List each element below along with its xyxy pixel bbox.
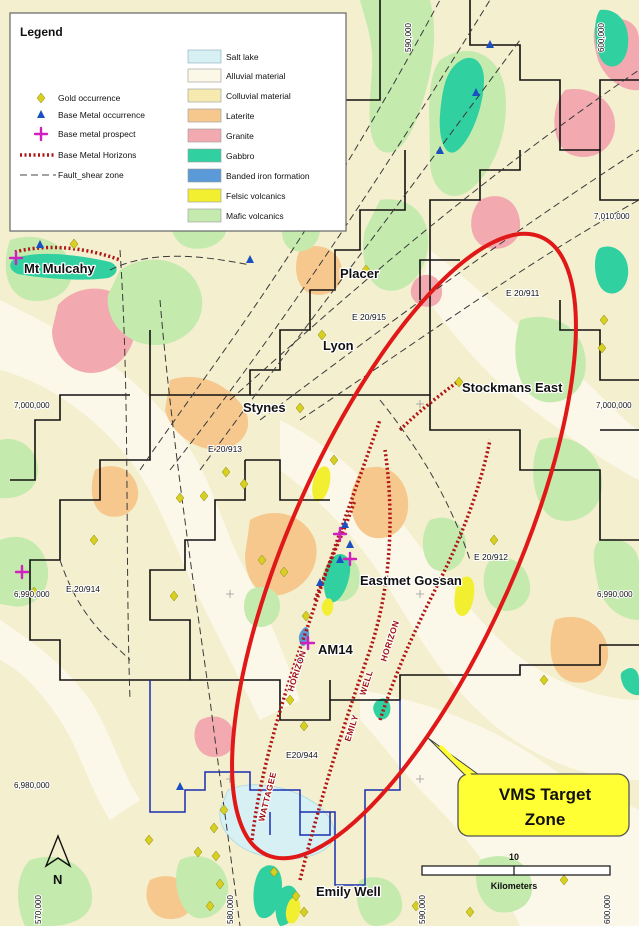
legend-symbol-fault-shear-zone: Fault_shear zone bbox=[20, 170, 124, 180]
grid-label-590000-top: 590,000 bbox=[404, 23, 413, 52]
legend-swatch bbox=[187, 208, 222, 223]
place-label-lyon: Lyon bbox=[323, 338, 354, 353]
vms-target-callout: VMS Target Zone bbox=[427, 737, 630, 837]
place-label-stynes: Stynes bbox=[243, 400, 286, 415]
map-legend: Legend Gold occurrence Base Metal occurr… bbox=[9, 12, 347, 232]
north-arrow: N bbox=[44, 834, 72, 887]
legend-unit-label: Laterite bbox=[226, 111, 255, 121]
legend-unit-label: Gabbro bbox=[226, 151, 255, 161]
grid-label-6980000: 6,980,000 bbox=[14, 781, 50, 790]
base-metal-horizons bbox=[14, 245, 492, 881]
legend-unit-label: Banded iron formation bbox=[226, 171, 310, 181]
legend-swatch bbox=[187, 128, 222, 143]
legend-unit-label: Colluvial material bbox=[226, 91, 291, 101]
legend-title: Legend bbox=[20, 25, 63, 39]
legend-symbol-label: Gold occurrence bbox=[58, 93, 121, 103]
legend-symbol-base-metal-occurrence: Base Metal occurrence bbox=[37, 110, 145, 120]
gold-occurrences bbox=[29, 238, 609, 918]
grid-label-600000-bottom: 600,000 bbox=[603, 895, 612, 924]
grid-label-580000-bottom: 580,000 bbox=[226, 895, 235, 924]
legend-symbol-base-metal-horizons: Base Metal Horizons bbox=[20, 150, 136, 160]
legend-swatch bbox=[187, 188, 222, 203]
grid-label-7000000-right: 7,000,000 bbox=[596, 401, 632, 410]
legend-unit-label: Felsic volcanics bbox=[226, 191, 286, 201]
legend-symbol-label: Base Metal Horizons bbox=[58, 150, 136, 160]
place-label-mt-mulcahy: Mt Mulcahy bbox=[24, 261, 96, 276]
base-metal-prospects bbox=[8, 250, 358, 651]
legend-swatch bbox=[187, 168, 222, 183]
grid-label-6990000-left: 6,990,000 bbox=[14, 590, 50, 599]
tenement-label-e20-914: E 20/914 bbox=[66, 584, 100, 594]
legend-unit-label: Mafic volcanics bbox=[226, 211, 284, 221]
north-arrow-label: N bbox=[53, 872, 62, 887]
grid-label-590000-bottom: 590,000 bbox=[418, 895, 427, 924]
legend-unit-colluvial-material: Colluvial material bbox=[187, 88, 291, 103]
felsic-volcanics-areas bbox=[285, 466, 475, 924]
legend-unit-label: Granite bbox=[226, 131, 254, 141]
vms-target-callout-line2: Zone bbox=[525, 810, 566, 829]
place-label-emily-well: Emily Well bbox=[316, 884, 381, 899]
banded-iron-formation-areas bbox=[298, 627, 310, 646]
base-metal-occurrences bbox=[36, 40, 494, 790]
gabbro-areas bbox=[10, 9, 639, 926]
tenement-label-e20-944: E20/944 bbox=[286, 750, 318, 760]
fault-shear-zones bbox=[59, 0, 639, 926]
legend-unit-mafic-volcanics: Mafic volcanics bbox=[187, 208, 284, 223]
legend-swatch bbox=[187, 68, 222, 83]
legend-symbol-label: Base metal prospect bbox=[58, 129, 136, 139]
legend-swatch bbox=[187, 49, 222, 64]
plus-icon bbox=[33, 126, 49, 142]
legend-unit-label: Alluvial material bbox=[226, 71, 286, 81]
legend-box bbox=[9, 12, 347, 232]
laterite-areas bbox=[91, 246, 609, 920]
scale-bar: 10 Kilometers bbox=[421, 852, 611, 891]
legend-symbol-base-metal-prospect: Base metal prospect bbox=[33, 126, 136, 142]
place-label-stockmans-east: Stockmans East bbox=[462, 380, 563, 395]
place-label-am14: AM14 bbox=[318, 642, 353, 657]
vms-target-zone-outline bbox=[230, 231, 578, 861]
legend-symbol-label: Base Metal occurrence bbox=[58, 110, 145, 120]
grid-label-570000-bottom: 570,000 bbox=[34, 895, 43, 924]
legend-unit-laterite: Laterite bbox=[187, 108, 255, 123]
tenement-label-e20-915: E 20/915 bbox=[352, 312, 386, 322]
grid-label-7010000: 7,010,000 bbox=[594, 212, 630, 221]
grid-label-600000-top: 600,000 bbox=[597, 23, 606, 52]
legend-unit-salt-lake: Salt lake bbox=[187, 49, 259, 64]
grid-crosses bbox=[226, 400, 424, 783]
tenement-label-e20-912: E 20/912 bbox=[474, 552, 508, 562]
scale-bar-box bbox=[421, 865, 611, 876]
scale-bar-value: 10 bbox=[509, 852, 519, 862]
legend-swatch bbox=[187, 108, 222, 123]
legend-unit-alluvial-material: Alluvial material bbox=[187, 68, 286, 83]
tenement-label-e20-911: E 20/911 bbox=[506, 288, 540, 298]
legend-swatch bbox=[187, 148, 222, 163]
tenement-label-e20-913: E 20/913 bbox=[208, 444, 242, 454]
legend-symbol-label: Fault_shear zone bbox=[58, 170, 124, 180]
legend-unit-gabbro: Gabbro bbox=[187, 148, 255, 163]
diamond-icon bbox=[36, 92, 46, 104]
legend-unit-banded-iron-formation: Banded iron formation bbox=[187, 168, 310, 183]
place-label-placer: Placer bbox=[340, 266, 379, 281]
vms-target-callout-box bbox=[457, 773, 630, 837]
place-label-eastmet-gossan: Eastmet Gossan bbox=[360, 573, 462, 588]
grid-label-7000000-left: 7,000,000 bbox=[14, 401, 50, 410]
vms-target-callout-line1: VMS Target bbox=[499, 785, 592, 804]
north-arrow-icon bbox=[44, 834, 72, 868]
legend-unit-label: Salt lake bbox=[226, 52, 259, 62]
legend-unit-felsic-volcanics: Felsic volcanics bbox=[187, 188, 286, 203]
triangle-icon bbox=[37, 110, 45, 118]
legend-symbol-gold-occurrence: Gold occurrence bbox=[36, 92, 121, 104]
legend-swatch bbox=[187, 88, 222, 103]
grid-label-6990000-right: 6,990,000 bbox=[597, 590, 633, 599]
e20-944-boundary bbox=[149, 680, 401, 886]
legend-unit-granite: Granite bbox=[187, 128, 254, 143]
scale-bar-unit: Kilometers bbox=[491, 881, 538, 891]
